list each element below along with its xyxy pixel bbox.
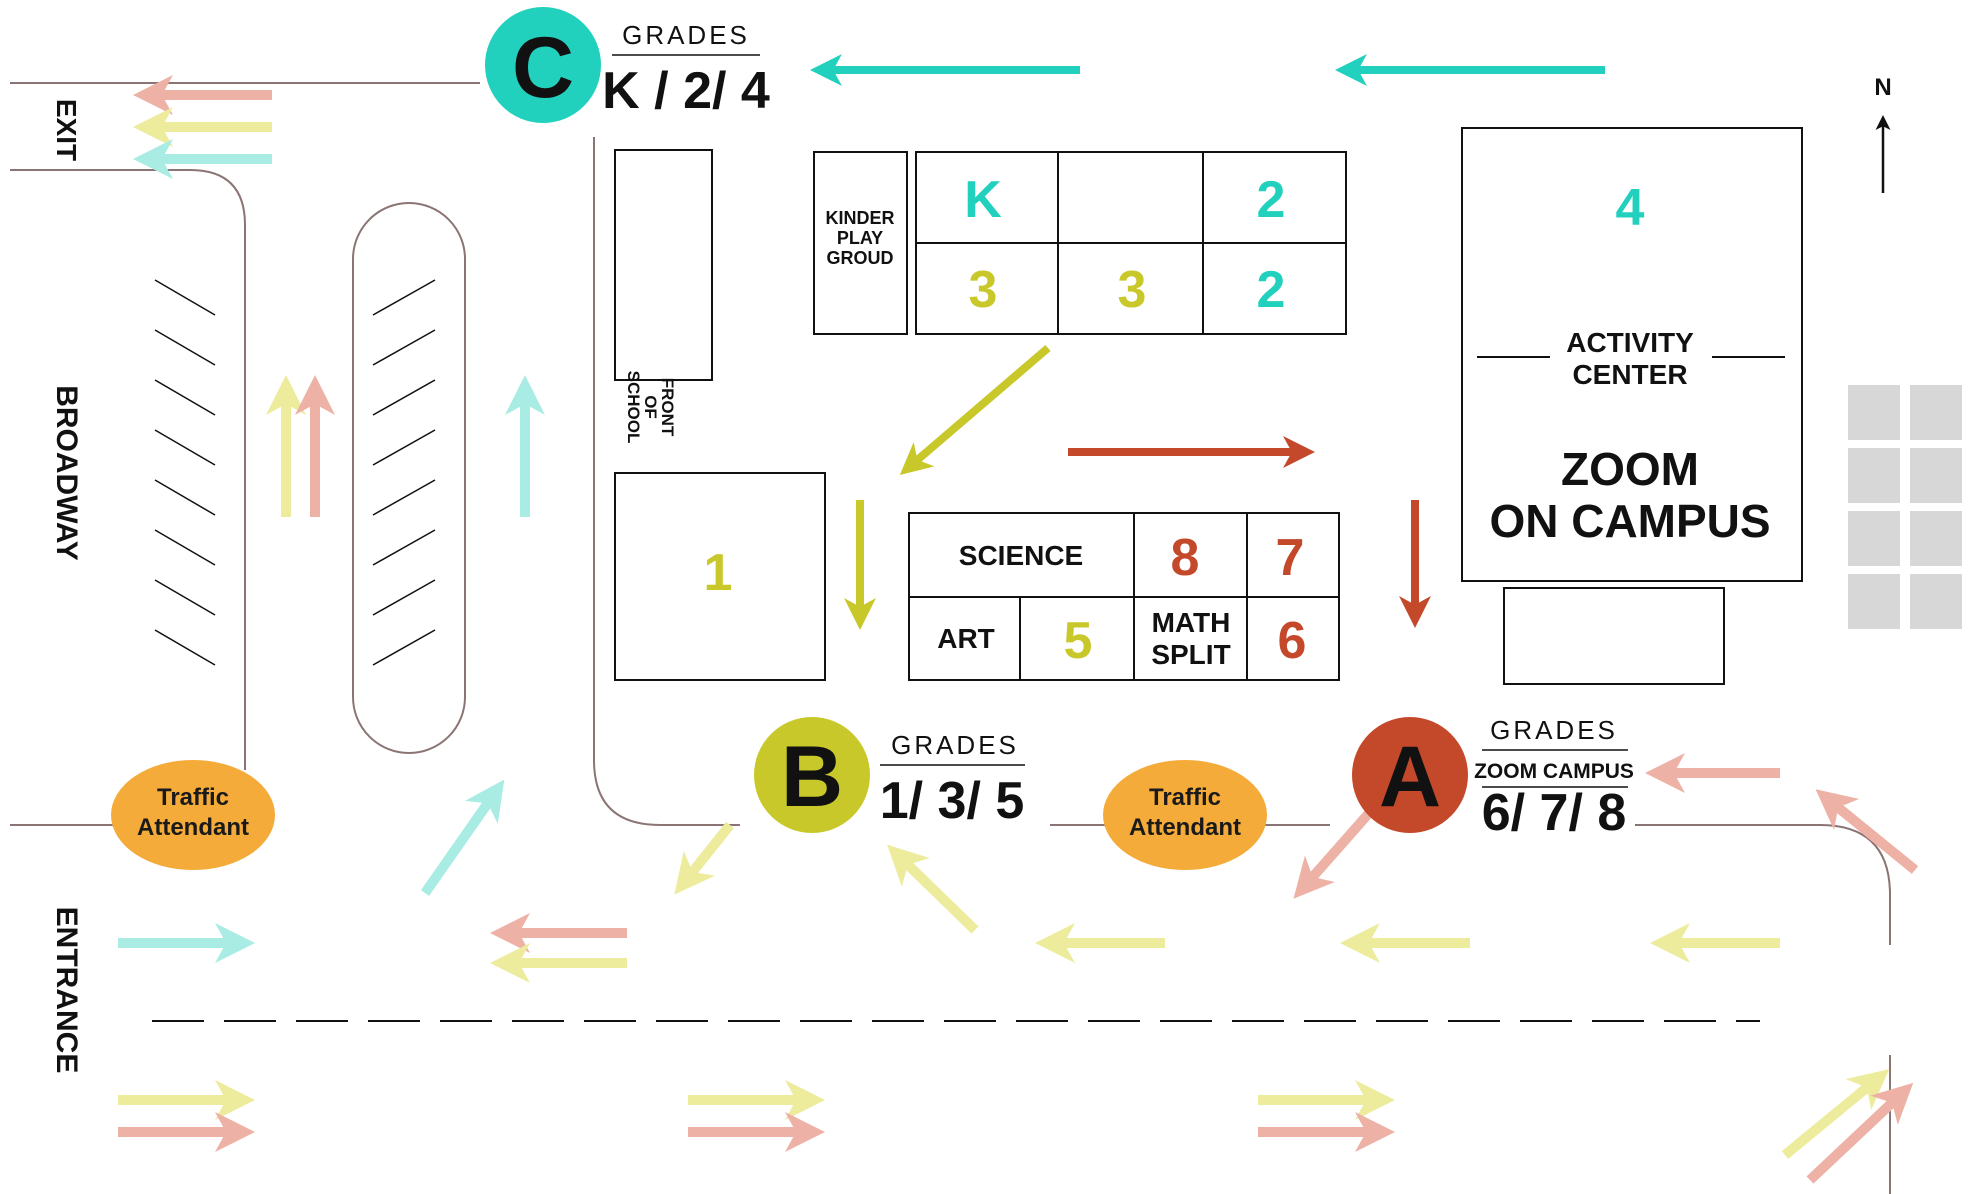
room-3-left: 3	[969, 261, 998, 319]
grey-parking-blocks	[1848, 385, 1962, 629]
buildings	[614, 127, 1803, 685]
zone-a-subtitle: ZOOM CAMPUS	[1474, 760, 1634, 783]
math-label-line: SPLIT	[1151, 639, 1230, 670]
zoom-label-line: ON CAMPUS	[1489, 495, 1770, 547]
attendant-label: Attendant	[1129, 814, 1241, 841]
room-8: 8	[1171, 529, 1200, 587]
parking-hatching	[154, 279, 436, 666]
activity-label-line: ACTIVITY	[1566, 327, 1694, 358]
room-4: 4	[1616, 179, 1645, 237]
room-1: 1	[704, 544, 733, 602]
room-3-mid: 3	[1118, 261, 1147, 319]
math-label-line: MATH	[1152, 607, 1231, 638]
zoom-label-line: ZOOM	[1561, 443, 1699, 495]
zone-c-grades: K / 2/ 4	[602, 62, 770, 120]
zone-b-grades: 1/ 3/ 5	[880, 772, 1025, 830]
zone-c-letter: C	[512, 20, 574, 116]
building-labels: KINDER PLAY GROUD K 3 3 2 2 1 4 SCIENCE …	[704, 171, 1771, 670]
exit-label: EXIT	[51, 99, 82, 161]
traffic-attendant-right: Traffic Attendant	[1103, 760, 1267, 870]
svg-text:SCHOOL: SCHOOL	[624, 371, 643, 444]
kinder-label-line: KINDER	[825, 208, 894, 228]
light-flow-arrows	[118, 75, 1919, 1184]
kinder-label-line: GROUD	[827, 248, 894, 268]
zone-a-grades: 6/ 7/ 8	[1482, 784, 1627, 842]
zone-b-marker: B GRADES 1/ 3/ 5	[754, 717, 1025, 833]
attendant-label: Traffic	[157, 784, 229, 811]
entrance-label: ENTRANCE	[50, 907, 83, 1074]
svg-text:FRONT: FRONT	[658, 378, 677, 437]
room-k: K	[964, 171, 1002, 229]
walking-route-arrows	[810, 54, 1605, 630]
street-label-broadway: BROADWAY	[50, 385, 83, 561]
north-label: N	[1874, 74, 1891, 101]
zone-a-letter: A	[1379, 729, 1441, 825]
room-5: 5	[1064, 612, 1093, 670]
art-label: ART	[937, 623, 995, 654]
zone-a-grades-label: GRADES	[1490, 715, 1618, 745]
kinder-label-line: PLAY	[837, 228, 883, 248]
attendant-label: Traffic	[1149, 784, 1221, 811]
zone-b-letter: B	[781, 729, 843, 825]
science-label: SCIENCE	[959, 540, 1083, 571]
room-2-bottom: 2	[1257, 261, 1286, 319]
zone-c-marker: C GRADES K / 2/ 4	[485, 7, 770, 123]
north-arrow: N	[1874, 74, 1892, 193]
svg-text:OF: OF	[641, 395, 660, 419]
zone-a-marker: A GRADES ZOOM CAMPUS 6/ 7/ 8	[1352, 715, 1634, 842]
traffic-attendant-left: Traffic Attendant	[111, 760, 275, 870]
room-7: 7	[1276, 529, 1305, 587]
room-2-top: 2	[1257, 171, 1286, 229]
attendant-label: Attendant	[137, 814, 249, 841]
activity-label-line: CENTER	[1572, 359, 1687, 390]
front-of-school-label: FRONT OF SCHOOL	[624, 371, 677, 444]
zone-c-grades-label: GRADES	[622, 20, 750, 50]
room-6: 6	[1278, 612, 1307, 670]
zone-b-grades-label: GRADES	[891, 730, 1019, 760]
